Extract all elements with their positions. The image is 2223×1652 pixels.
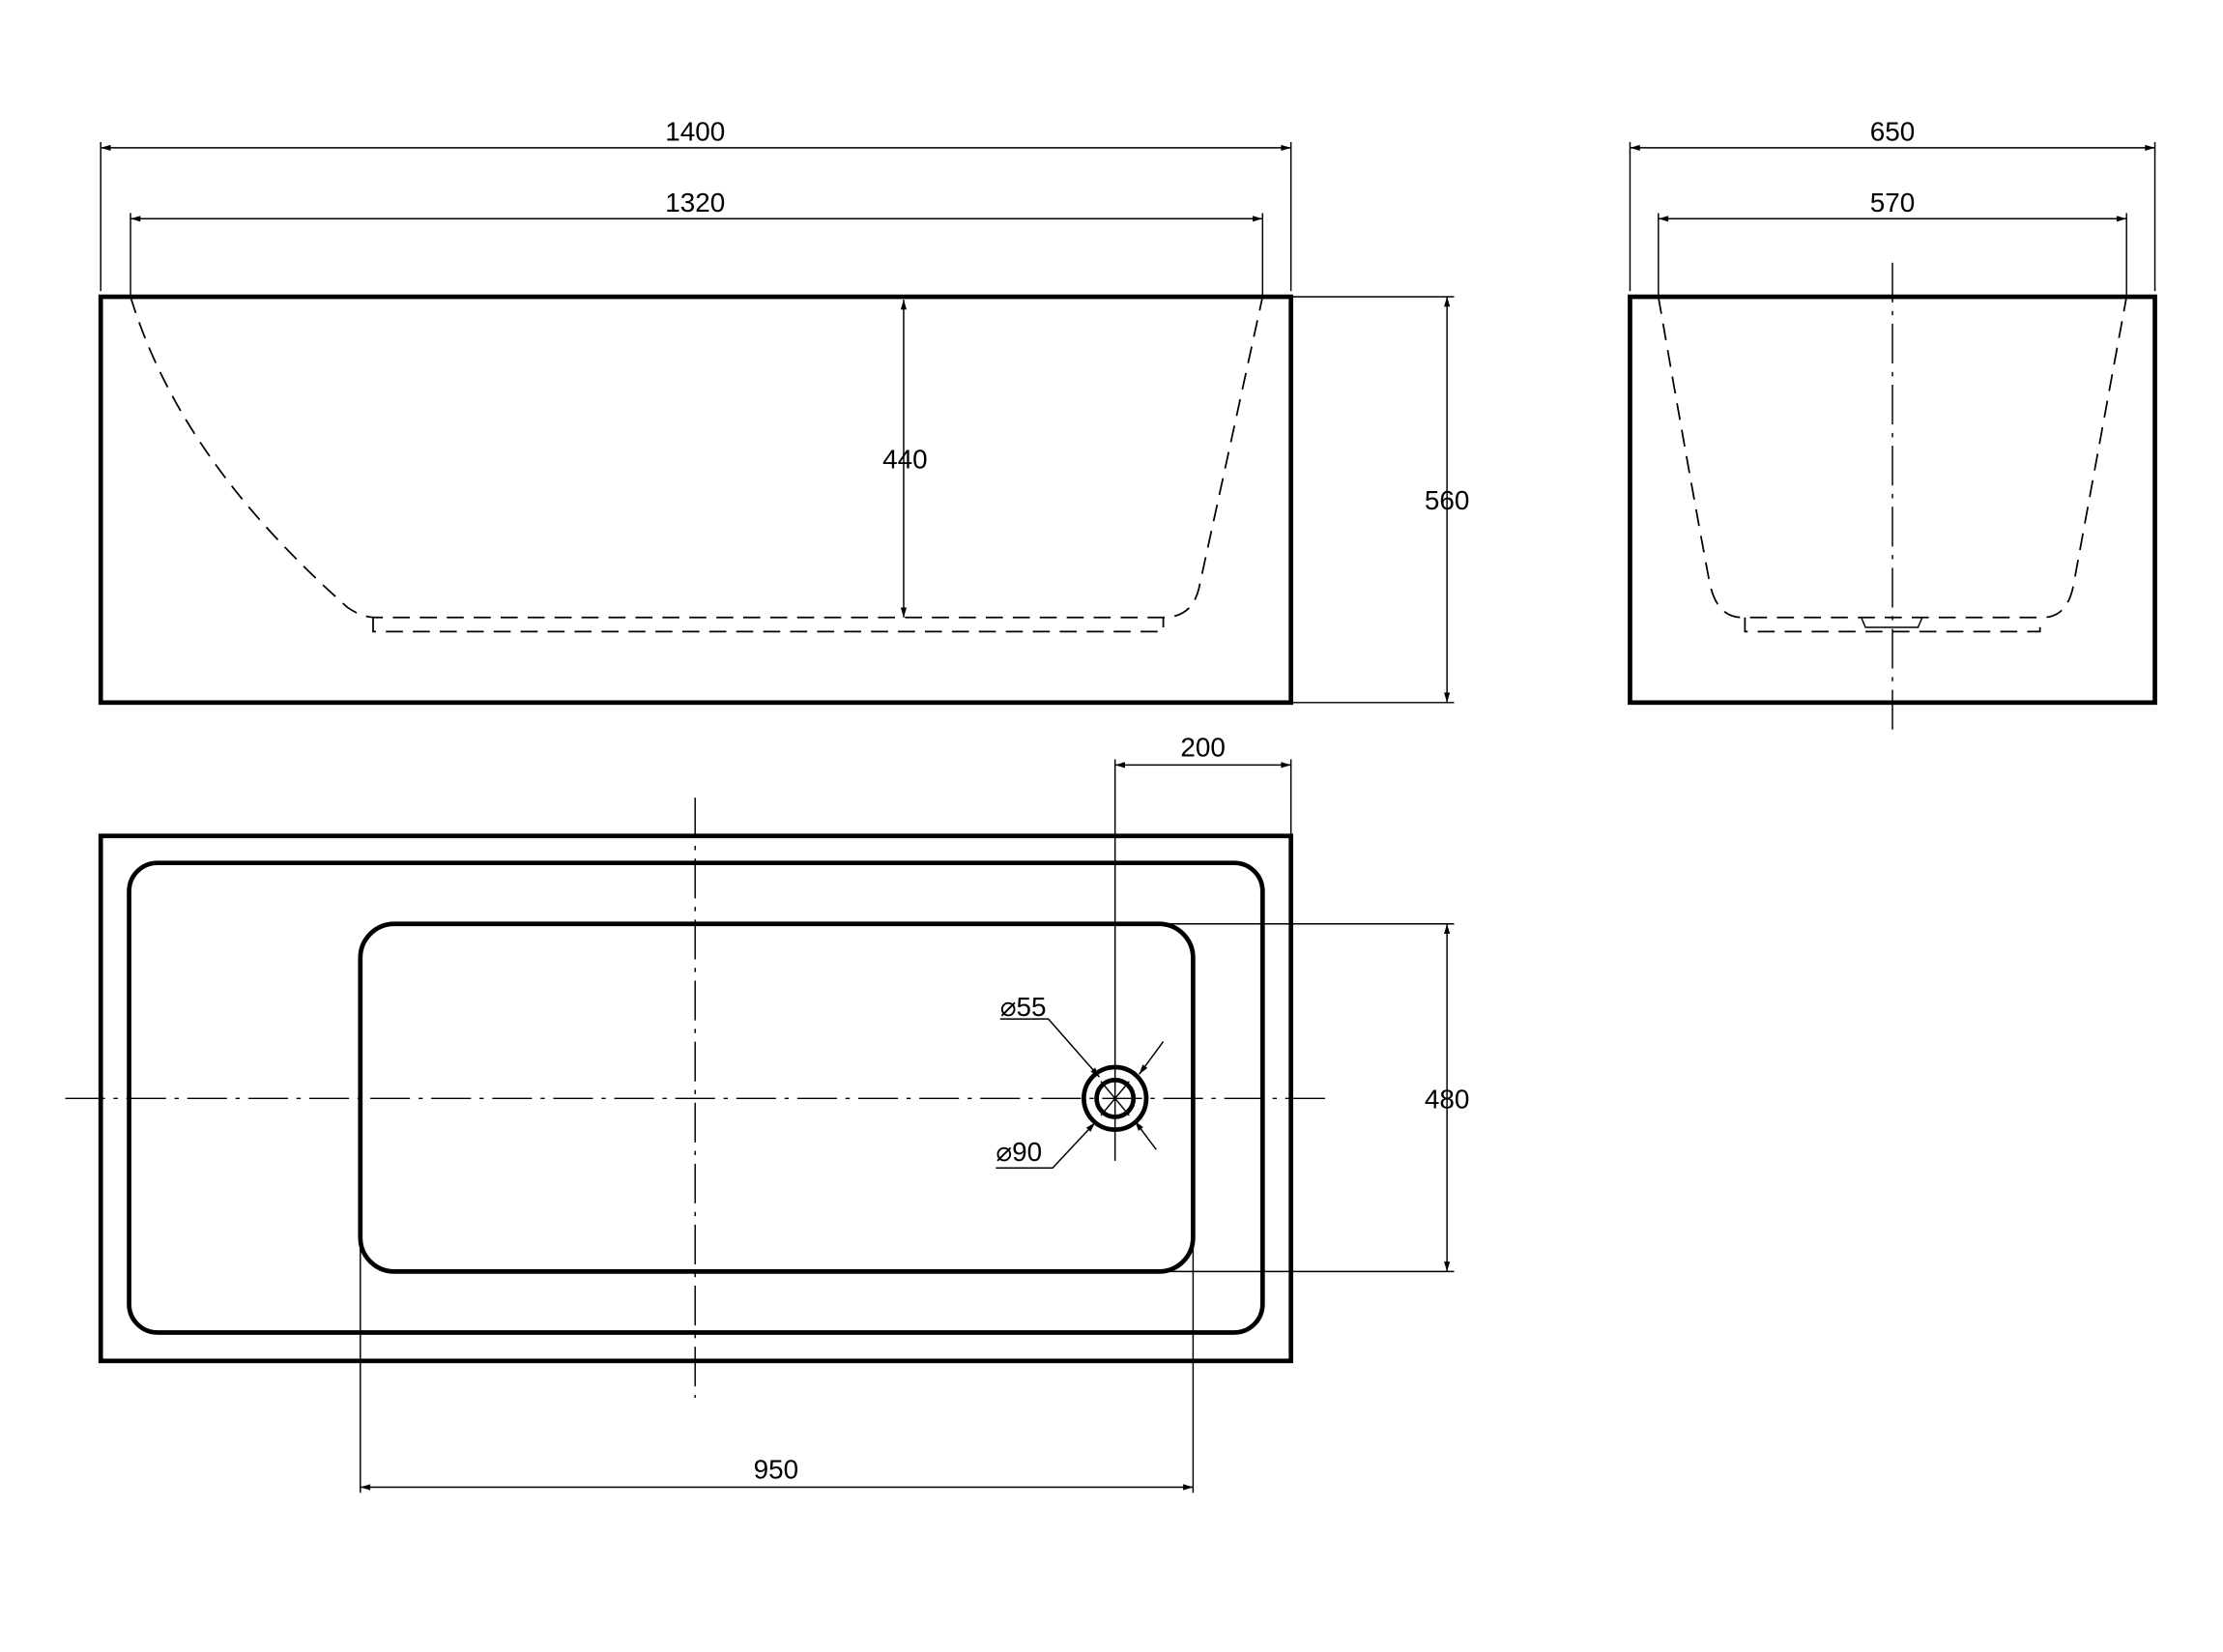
dim-overall-height: 560 — [1425, 485, 1470, 515]
dim-inner-length: 1320 — [665, 188, 725, 217]
end-view: 650 570 — [1628, 117, 2157, 739]
dim-drain-offset: 200 — [1180, 733, 1226, 763]
dim-drain-outer-diameter: ⌀90 — [996, 1137, 1042, 1167]
side-view: 1400 1320 440 560 — [98, 117, 1470, 706]
top-view: ⌀55 ⌀90 200 480 950 — [65, 733, 1470, 1493]
dim-basin-width: 480 — [1425, 1085, 1470, 1115]
dim-inner-width: 570 — [1870, 188, 1916, 217]
dim-overall-length: 1400 — [665, 117, 725, 147]
dim-basin-length: 950 — [754, 1455, 799, 1485]
dim-inner-depth: 440 — [882, 445, 928, 475]
dim-overall-width: 650 — [1870, 117, 1916, 147]
dim-drain-inner-diameter: ⌀55 — [1000, 992, 1047, 1022]
